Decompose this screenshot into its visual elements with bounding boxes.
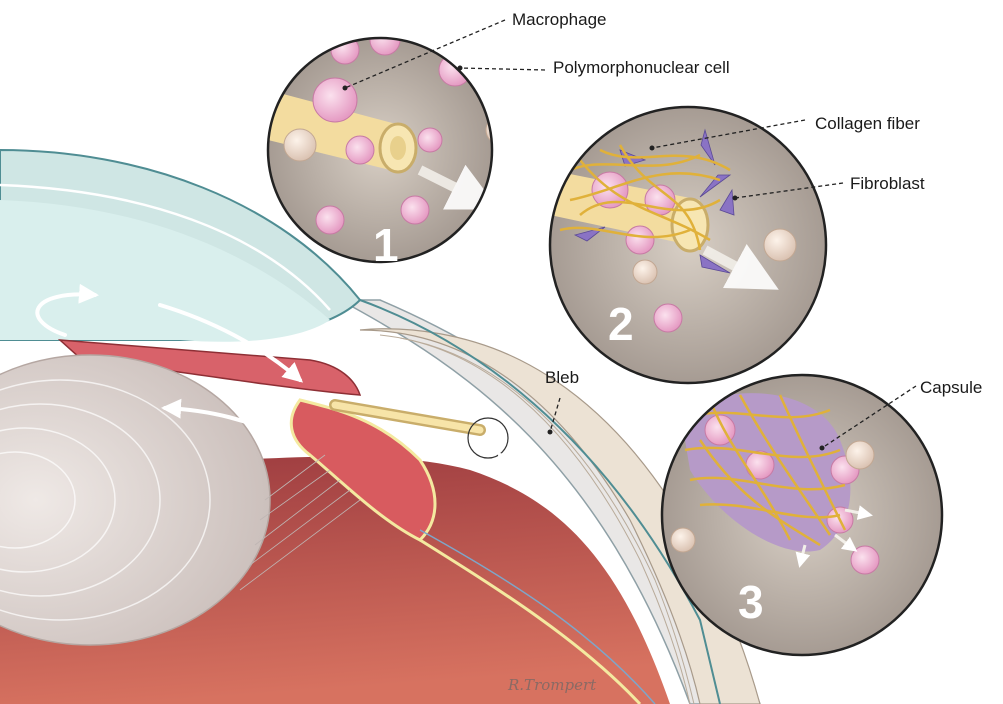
label-bleb: Bleb	[545, 368, 579, 388]
label-fibroblast: Fibroblast	[850, 174, 925, 194]
label-capsule: Capsule	[920, 378, 982, 398]
label-polymorphonuclear-cell: Polymorphonuclear cell	[553, 58, 730, 78]
artist-signature: R.Trompert	[508, 676, 596, 694]
tube-outlet-zoom-ring	[468, 418, 508, 458]
label-collagen-fiber: Collagen fiber	[815, 114, 920, 134]
stage-number-3: 3	[738, 575, 764, 629]
label-macrophage: Macrophage	[512, 10, 607, 30]
stage-number-2: 2	[608, 297, 634, 351]
stage-3-inset	[662, 375, 942, 655]
stage-number-1: 1	[373, 218, 399, 272]
stage-2-inset	[550, 107, 826, 383]
